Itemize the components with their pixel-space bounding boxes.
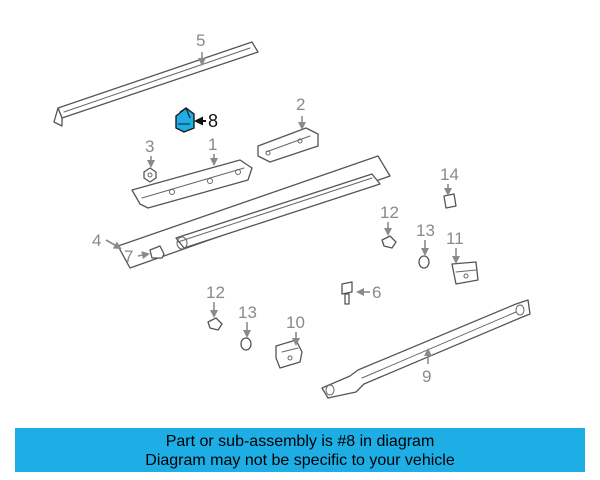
part-7-fastener[interactable] (149, 245, 165, 259)
svg-text:9: 9 (422, 367, 431, 386)
callout-6: 6 (356, 283, 381, 302)
part-14-clip[interactable] (443, 193, 457, 209)
svg-text:13: 13 (238, 303, 257, 322)
svg-text:10: 10 (286, 313, 305, 332)
callout-2: 2 (296, 95, 306, 130)
part-13-washer-upper[interactable] (418, 255, 430, 269)
part-8-clip[interactable] (175, 107, 195, 133)
svg-text:13: 13 (416, 221, 435, 240)
svg-text:4: 4 (92, 231, 101, 250)
callout-7: 7 (124, 247, 150, 266)
info-banner: Part or sub-assembly is #8 in diagram Di… (15, 428, 585, 472)
part-3-nut[interactable] (143, 167, 157, 183)
part-4-rocker-molding[interactable] (117, 155, 391, 269)
svg-text:12: 12 (206, 283, 225, 302)
callout-1: 1 (208, 135, 218, 166)
part-2-bracket[interactable] (257, 127, 319, 163)
banner-line-1: Part or sub-assembly is #8 in diagram (165, 433, 435, 450)
svg-text:6: 6 (372, 283, 381, 302)
part-12-screw-lower[interactable] (207, 317, 223, 331)
part-13-washer-lower[interactable] (240, 337, 252, 351)
part-12-screw-upper[interactable] (381, 235, 397, 249)
callout-13-lower: 13 (238, 303, 257, 338)
callout-13-upper: 13 (416, 221, 435, 256)
svg-text:11: 11 (446, 229, 464, 248)
part-1-reinforcement[interactable] (131, 159, 253, 209)
callout-10: 10 (286, 313, 305, 346)
svg-text:7: 7 (124, 247, 133, 266)
svg-text:3: 3 (145, 137, 154, 156)
callout-14: 14 (440, 165, 459, 196)
callout-12-lower: 12 (206, 283, 225, 318)
svg-text:8: 8 (208, 111, 218, 131)
part-5-trim-strip[interactable] (53, 41, 259, 127)
part-11-bracket[interactable] (451, 261, 479, 285)
callout-9: 9 (422, 348, 432, 386)
part-10-bracket[interactable] (275, 339, 303, 369)
callout-4: 4 (92, 231, 122, 250)
callout-8: 8 (194, 111, 218, 131)
part-6-bolt[interactable] (341, 281, 353, 305)
callout-5: 5 (196, 31, 206, 66)
svg-text:2: 2 (296, 95, 305, 114)
svg-text:12: 12 (380, 203, 399, 222)
svg-text:5: 5 (196, 31, 205, 50)
callout-12-upper: 12 (380, 203, 399, 236)
svg-text:14: 14 (440, 165, 459, 184)
svg-text:1: 1 (208, 135, 217, 154)
banner-line-2: Diagram may not be specific to your vehi… (145, 452, 455, 469)
callout-3: 3 (145, 137, 155, 168)
callout-11: 11 (446, 229, 464, 264)
